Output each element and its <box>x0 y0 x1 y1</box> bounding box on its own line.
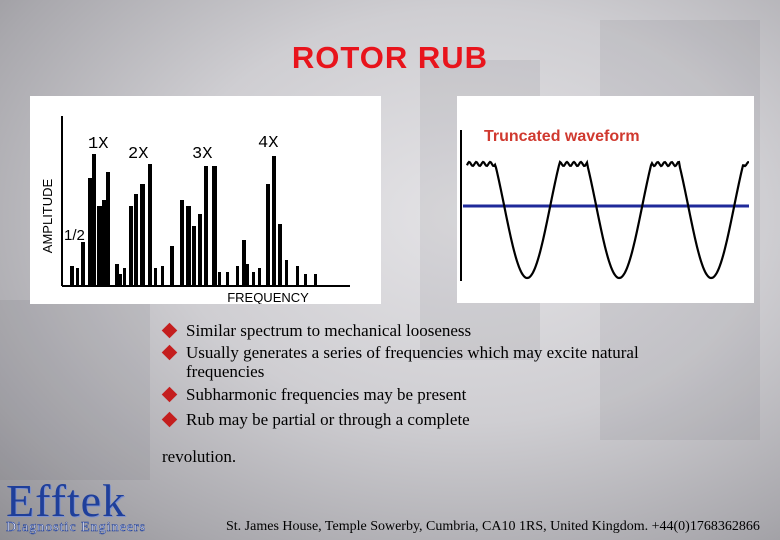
waveform-title: Truncated waveform <box>484 128 640 145</box>
background-structure <box>0 300 150 480</box>
bullet-item: Similar spectrum to mechanical looseness <box>160 320 760 342</box>
spectrum-peak <box>92 154 96 286</box>
spectrum-peak <box>115 264 119 286</box>
spectrum-peak <box>97 206 102 286</box>
diamond-bullet-icon <box>161 411 178 428</box>
spectrum-peak <box>186 206 191 286</box>
waveform-chart: Truncated waveform <box>457 96 754 303</box>
spectrum-peak <box>154 268 157 286</box>
bullet-item: Subharmonic frequencies may be present <box>160 384 760 406</box>
y-axis-label: AMPLITUDE <box>40 178 55 253</box>
slide-title: ROTOR RUB <box>291 40 489 75</box>
spectrum-peak <box>272 156 276 286</box>
spectrum-peak <box>198 214 202 286</box>
spectrum-peak <box>134 194 138 286</box>
spectrum-svg: AMPLITUDE FREQUENCY 1X 2X 3X 4X 1/2 <box>40 116 350 304</box>
efftek-logo: Efftek <box>6 475 127 526</box>
spectrum-peak <box>258 268 261 286</box>
spectrum-peak <box>70 266 74 286</box>
spectrum-peak <box>212 166 217 286</box>
spectrum-peak <box>246 264 249 286</box>
spectrum-peak <box>314 274 317 286</box>
bullet-tail-text: revolution. <box>162 447 237 466</box>
harmonic-label-1x: 1X <box>88 135 108 154</box>
bullet-item: Rub may be partial or through a complete <box>160 409 760 431</box>
bullet-text-continuation: frequencies <box>186 362 265 381</box>
spectrum-peak <box>226 272 229 286</box>
spectrum-peak <box>140 184 145 286</box>
bullet-text: Similar spectrum to mechanical looseness <box>186 321 472 340</box>
spectrum-peak <box>296 266 299 286</box>
spectrum-peak <box>148 164 152 286</box>
spectrum-peak <box>304 274 307 286</box>
diamond-bullet-icon <box>161 344 178 361</box>
spectrum-peak <box>106 172 110 286</box>
spectrum-peak <box>285 260 288 286</box>
bullet-item: Usually generates a series of frequencie… <box>160 342 760 380</box>
spectrum-peaks <box>70 154 317 286</box>
diamond-bullet-icon <box>161 386 178 403</box>
spectrum-peak <box>123 268 126 286</box>
spectrum-peak <box>278 224 282 286</box>
spectrum-peak <box>236 266 239 286</box>
harmonic-label-3x: 3X <box>192 145 212 164</box>
spectrum-peak <box>218 272 221 286</box>
spectrum-peak <box>204 166 208 286</box>
spectrum-peak <box>266 184 270 286</box>
spectrum-peak <box>242 240 246 286</box>
spectrum-peak <box>252 272 255 286</box>
spectrum-peak <box>129 206 133 286</box>
harmonic-label-4x: 4X <box>258 134 278 153</box>
subharmonic-label: 1/2 <box>64 227 85 244</box>
diamond-bullet-icon <box>161 322 178 339</box>
waveform-svg: Truncated waveform <box>460 128 749 281</box>
spectrum-peak <box>180 200 184 286</box>
spectrum-peak <box>170 246 174 286</box>
spectrum-peak <box>76 268 79 286</box>
spectrum-peak <box>119 274 122 286</box>
bullet-list: Similar spectrum to mechanical looseness… <box>160 320 760 431</box>
harmonic-label-2x: 2X <box>128 145 148 164</box>
bullet-text: Usually generates a series of frequencie… <box>186 343 639 362</box>
logo-tagline: Diagnostic Engineers <box>6 520 147 536</box>
truncated-waveform-trace <box>465 159 749 280</box>
spectrum-peak <box>102 200 106 286</box>
x-axis-label: FREQUENCY <box>227 290 309 304</box>
spectrum-peak <box>88 178 92 286</box>
footer-address: St. James House, Temple Sowerby, Cumbria… <box>226 519 760 534</box>
bullet-text: Subharmonic frequencies may be present <box>186 385 467 404</box>
spectrum-peak <box>192 226 196 286</box>
spectrum-peak <box>81 242 85 286</box>
spectrum-peak <box>161 266 164 286</box>
spectrum-chart: AMPLITUDE FREQUENCY 1X 2X 3X 4X 1/2 <box>30 96 381 304</box>
bullet-text: Rub may be partial or through a complete <box>186 410 470 429</box>
